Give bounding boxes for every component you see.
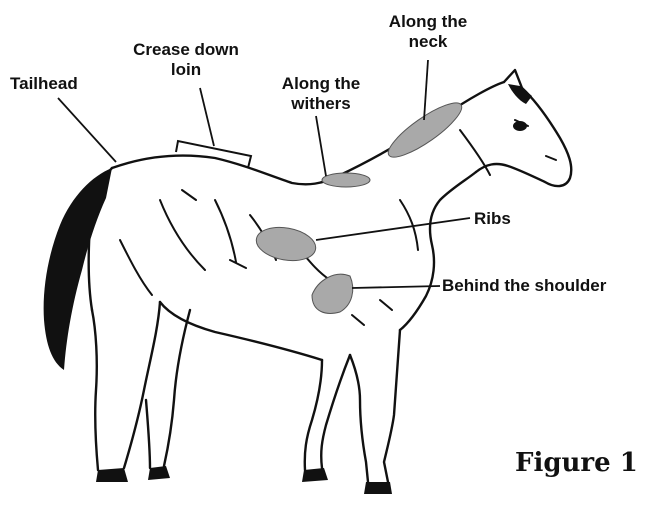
hoof-front-left: [302, 468, 328, 482]
horse-throat-chest: [400, 172, 476, 330]
label-along-withers: Along the withers: [262, 74, 380, 114]
leader-tailhead: [58, 98, 116, 162]
label-ribs-text: Ribs: [474, 209, 511, 229]
leader-neck: [424, 60, 428, 120]
label-withers-line2: withers: [262, 94, 380, 114]
label-behind-shoulder: Behind the shoulder: [442, 276, 606, 296]
leader-shoulder: [352, 286, 440, 288]
label-crease-line1: Crease down: [116, 40, 256, 60]
hoof-hind-right: [96, 468, 128, 482]
figure-caption: Figure 1: [515, 448, 638, 478]
label-crease-down-loin: Crease down loin: [116, 40, 256, 80]
hoof-front-right: [364, 482, 392, 494]
leader-withers: [316, 116, 326, 176]
label-crease-line2: loin: [116, 60, 256, 80]
horse-hind-leg-left: [146, 310, 190, 468]
label-tailhead: Tailhead: [10, 74, 78, 94]
horse-tail: [44, 168, 112, 370]
fat-patch-withers: [322, 173, 370, 187]
label-ribs: Ribs: [474, 209, 511, 229]
label-tailhead-text: Tailhead: [10, 74, 78, 94]
horse-front-leg-left: [305, 355, 350, 470]
leader-crease: [200, 88, 214, 146]
leader-ribs: [316, 218, 470, 240]
fat-patch-shoulder: [312, 274, 353, 313]
label-along-neck: Along the neck: [366, 12, 490, 52]
label-neck-line1: Along the: [366, 12, 490, 32]
fat-patch-ribs: [254, 223, 319, 265]
label-neck-line2: neck: [366, 32, 490, 52]
label-shoulder-text: Behind the shoulder: [442, 276, 606, 296]
horse-forelock: [508, 84, 532, 104]
label-withers-line1: Along the: [262, 74, 380, 94]
horse-eye: [513, 121, 527, 131]
horse-hooves: [96, 466, 392, 494]
horse-front-leg-right: [350, 330, 400, 482]
horse-face-outline: [476, 88, 571, 186]
hoof-hind-left: [148, 466, 170, 480]
